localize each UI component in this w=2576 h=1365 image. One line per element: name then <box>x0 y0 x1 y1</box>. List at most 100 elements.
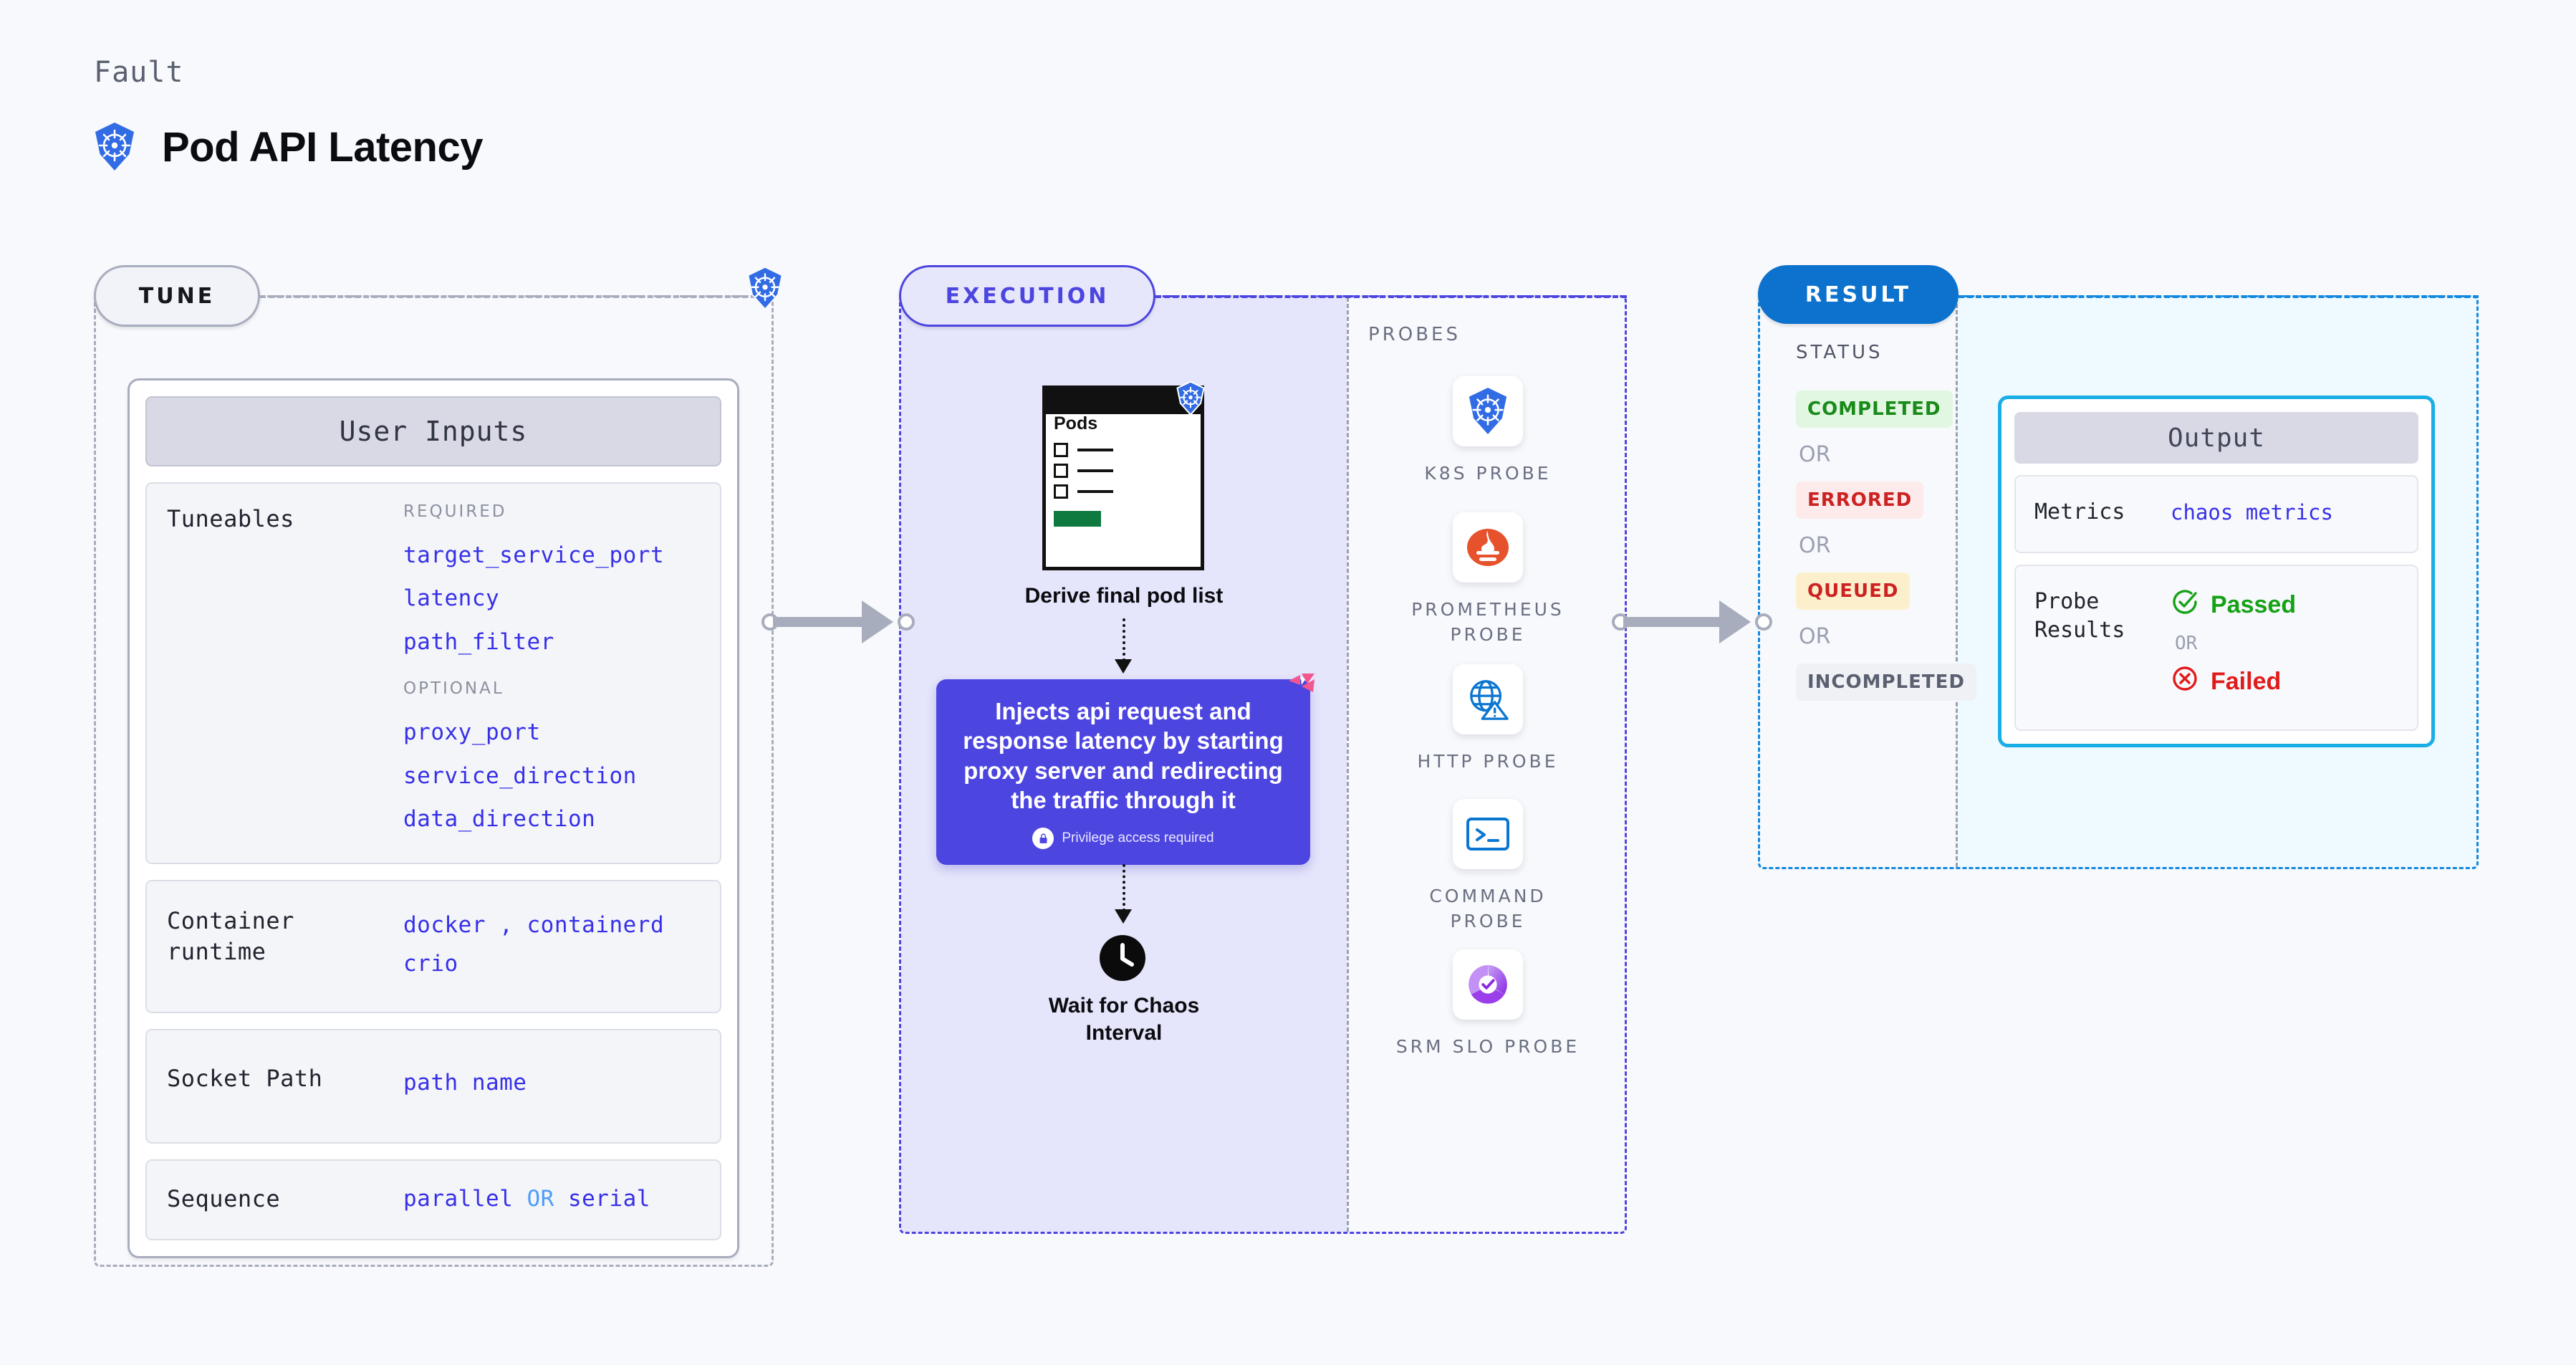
clock-icon <box>1100 935 1145 984</box>
targeted-pods-list <box>1054 443 1113 505</box>
probe-passed-label: Passed <box>2211 590 2297 618</box>
probe-label: K8S PROBE <box>1424 463 1552 484</box>
probe-label: PROMETHEUS PROBE <box>1411 599 1565 645</box>
tune-top-dashed-line <box>260 295 774 298</box>
tuneable-service-direction[interactable]: service_direction <box>403 762 637 789</box>
status-list: COMPLETED OR ERRORED OR QUEUED OR INCOMP… <box>1796 391 1976 701</box>
status-badge-incompleted: INCOMPLETED <box>1796 664 1976 701</box>
flow-arrow-2 <box>1115 909 1132 924</box>
probe-command[interactable]: COMMAND PROBE <box>1349 799 1627 934</box>
srm-slo-icon <box>1453 949 1523 1020</box>
result-top-dashed-line <box>1959 295 2479 298</box>
x-circle-icon <box>2171 664 2199 699</box>
status-or-1: OR <box>1799 442 1831 467</box>
probes-divider <box>1347 297 1349 1232</box>
status-or-2: OR <box>1799 533 1831 558</box>
sequence-block: Sequence parallel OR serial <box>145 1159 721 1240</box>
user-inputs-card: User Inputs Tuneables REQUIRED target_se… <box>128 378 739 1258</box>
runtime-docker[interactable]: docker <box>403 911 486 938</box>
status-badge-queued: QUEUED <box>1796 573 1911 610</box>
page-header: Pod API Latency <box>92 122 484 172</box>
flow-connector-1 <box>1123 618 1125 661</box>
tuneables-required-label: REQUIRED <box>403 502 507 521</box>
probe-failed-label: Failed <box>2211 667 2282 695</box>
progress-bar <box>1054 511 1101 527</box>
page-kicker: Fault <box>94 56 184 89</box>
status-title: STATUS <box>1796 342 1883 363</box>
probe-label: COMMAND PROBE <box>1429 886 1547 931</box>
prometheus-icon <box>1453 512 1523 583</box>
output-card: Output Metrics chaos metrics Probe Resul… <box>1998 396 2435 747</box>
container-runtime-label: Container runtime <box>167 906 294 965</box>
tuneable-data-direction[interactable]: data_direction <box>403 806 596 833</box>
kubernetes-icon <box>1453 376 1523 446</box>
tuneables-block: Tuneables REQUIRED target_service_port l… <box>145 482 721 864</box>
probe-label: SRM SLO PROBE <box>1395 1036 1580 1057</box>
probe-label: HTTP PROBE <box>1417 751 1559 772</box>
metrics-block: Metrics chaos metrics <box>2014 475 2418 553</box>
probe-result-passed: Passed <box>2171 588 2398 623</box>
probe-results-block: Probe Results Passed OR <box>2014 564 2418 731</box>
tuneable-latency[interactable]: latency <box>403 585 500 612</box>
user-inputs-title: User Inputs <box>145 396 721 466</box>
probe-srm-slo[interactable]: SRM SLO PROBE <box>1349 949 1627 1059</box>
list-item <box>1054 443 1113 457</box>
globe-warning-icon <box>1453 664 1523 734</box>
inject-fault-card: Injects api request and response latency… <box>936 674 1315 865</box>
probe-http[interactable]: HTTP PROBE <box>1349 664 1627 774</box>
metrics-value[interactable]: chaos metrics <box>2171 500 2333 525</box>
page-title: Pod API Latency <box>162 123 484 171</box>
result-section-pill[interactable]: RESULT <box>1758 265 1959 324</box>
runtime-crio[interactable]: crio <box>403 950 458 977</box>
tune-section-pill[interactable]: TUNE <box>94 265 260 327</box>
list-item <box>1054 484 1113 499</box>
tuneable-target-service-port[interactable]: target_service_port <box>403 542 665 568</box>
litmus-icon <box>1286 671 1317 702</box>
check-circle-icon <box>2171 588 2199 623</box>
connector-tune-to-execution <box>761 600 915 643</box>
sequence-serial[interactable]: serial <box>567 1186 650 1212</box>
sequence-label: Sequence <box>167 1184 281 1212</box>
status-badge-completed: COMPLETED <box>1796 391 1953 428</box>
flow-arrow-1 <box>1115 659 1132 674</box>
execution-flow-column: Targeted Pods Derive final pod <box>901 297 1347 1232</box>
kubernetes-icon <box>1175 380 1206 418</box>
tuneables-optional-label: OPTIONAL <box>403 679 504 699</box>
wait-interval-caption: Wait for Chaos Interval <box>1048 994 1200 1045</box>
sequence-or: OR <box>527 1186 554 1212</box>
result-status-column: STATUS COMPLETED OR ERRORED OR QUEUED OR… <box>1760 297 1976 867</box>
checkbox-icon <box>1054 484 1068 499</box>
execution-top-dashed-line <box>1155 295 1627 298</box>
privilege-note: Privilege access required <box>958 828 1289 849</box>
checkbox-icon <box>1054 443 1068 457</box>
output-title: Output <box>2014 412 2418 464</box>
socket-path-value[interactable]: path name <box>403 1070 527 1096</box>
tuneable-proxy-port[interactable]: proxy_port <box>403 719 541 746</box>
connector-execution-to-result <box>1612 600 1772 643</box>
sequence-parallel[interactable]: parallel <box>403 1186 514 1212</box>
targeted-pods-title: Targeted Pods <box>1054 393 1128 434</box>
terminal-icon <box>1453 799 1523 869</box>
socket-path-label: Socket Path <box>167 1065 323 1093</box>
runtime-containerd[interactable]: containerd <box>527 911 665 938</box>
kubernetes-icon <box>745 266 785 313</box>
status-badge-errored: ERRORED <box>1796 482 1924 519</box>
probe-results-label: Probe Results <box>2034 588 2125 643</box>
flow-connector-2 <box>1123 864 1125 911</box>
checkbox-icon <box>1054 464 1068 478</box>
execution-section-pill[interactable]: EXECUTION <box>899 265 1155 327</box>
tuneable-path-filter[interactable]: path_filter <box>403 628 554 655</box>
probe-prometheus[interactable]: PROMETHEUS PROBE <box>1349 512 1627 647</box>
socket-path-block: Socket Path path name <box>145 1029 721 1144</box>
list-item <box>1054 464 1113 478</box>
probe-k8s[interactable]: K8S PROBE <box>1349 376 1627 486</box>
result-divider <box>1956 297 1958 867</box>
probe-result-failed: Failed <box>2171 664 2398 699</box>
probe-results-or: OR <box>2175 632 2198 654</box>
runtime-separator: , <box>499 911 514 938</box>
privilege-note-text: Privilege access required <box>1062 830 1214 846</box>
status-or-3: OR <box>1799 624 1831 649</box>
targeted-pods-body <box>1042 414 1204 570</box>
container-runtime-block: Container runtime docker , containerd cr… <box>145 879 721 1014</box>
lock-icon <box>1032 828 1054 849</box>
